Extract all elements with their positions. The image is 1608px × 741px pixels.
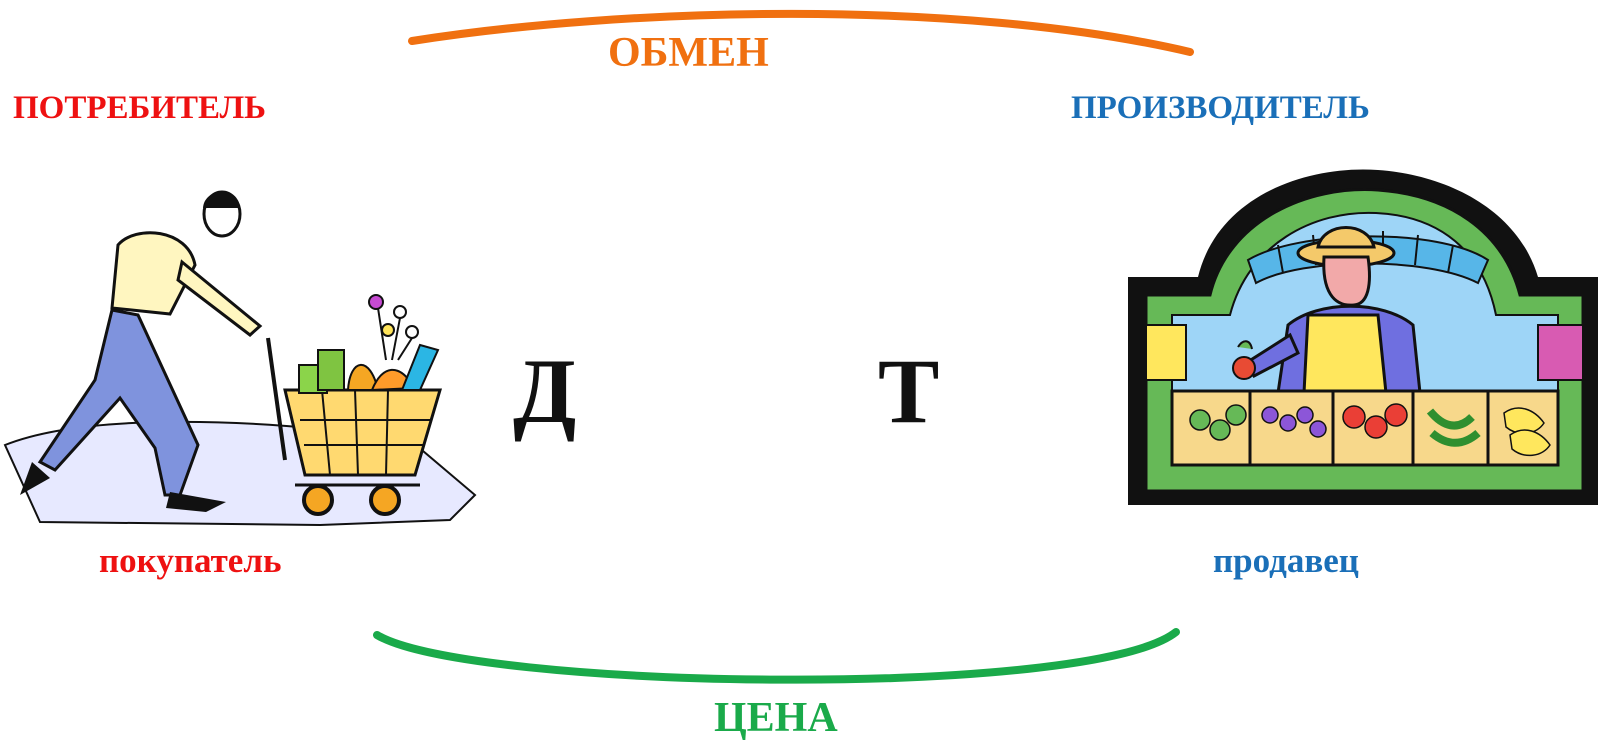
exchange-label: ОБМЕН [608, 30, 769, 76]
demand-letter: Д [513, 340, 577, 442]
price-label: ЦЕНА [714, 695, 838, 741]
buyer-label: покупатель [99, 541, 282, 580]
shopper-illustration [3, 190, 477, 527]
consumer-label: ПОТРЕБИТЕЛЬ [13, 90, 266, 126]
supply-letter: Т [878, 340, 940, 442]
vendor-stall-illustration [1128, 169, 1598, 505]
seller-label: продавец [1213, 541, 1359, 580]
producer-label: ПРОИЗВОДИТЕЛЬ [1071, 90, 1370, 126]
